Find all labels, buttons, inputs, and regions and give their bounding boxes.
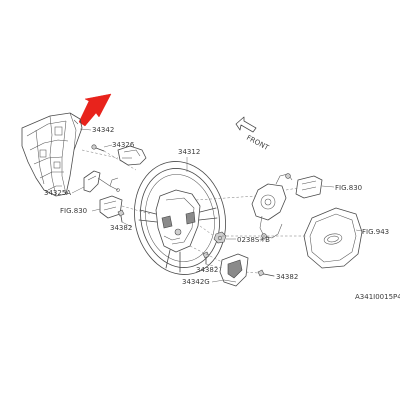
front-direction-arrow-icon [235, 116, 257, 133]
left-connector-harness [99, 195, 123, 219]
paddle-switch-part-34325a [83, 170, 120, 193]
label-fig-830-right: FIG.830 [335, 184, 362, 192]
label-34342: 34342 [92, 126, 114, 134]
airbag-module-fig-943 [303, 207, 363, 269]
bolt-part-34326 [91, 144, 105, 152]
label-34342g: 34342G [182, 278, 210, 286]
label-34382-right: 34382 [276, 273, 298, 281]
label-34312: 34312 [178, 148, 200, 156]
paddle-shifter-right [117, 145, 147, 166]
label-fig-830-left: FIG.830 [60, 207, 87, 215]
red-pointer-arrow-icon [78, 93, 112, 127]
connector-fig-830-right [295, 175, 323, 199]
column-cover-part-34342 [21, 112, 83, 197]
steering-wheel-part-34312 [134, 161, 226, 275]
label-34326: 34326 [112, 141, 135, 149]
lower-cover-part-34342g [219, 253, 249, 287]
screw-part-34382-right [257, 269, 275, 277]
screw-part-34382-mid [202, 251, 210, 265]
part-labels: 34342 34326 34312 34325A FIG.830 34382 F… [44, 126, 400, 301]
assembly-dashed-lines [81, 149, 306, 274]
label-0238sb: 0238S✳B [237, 236, 270, 244]
drawing-code: A341I0015P4 [355, 293, 400, 301]
screw-part-34382-left [117, 209, 125, 223]
nut-part-0238sb [213, 231, 227, 244]
clock-spring-harness [251, 173, 293, 239]
label-34382-mid: 34382 [196, 266, 218, 274]
label-34325a: 34325A [44, 189, 71, 197]
label-34382-left: 34382 [110, 224, 132, 232]
label-front: FRONT [245, 134, 271, 153]
label-fig-943: FIG.943 [362, 228, 389, 236]
